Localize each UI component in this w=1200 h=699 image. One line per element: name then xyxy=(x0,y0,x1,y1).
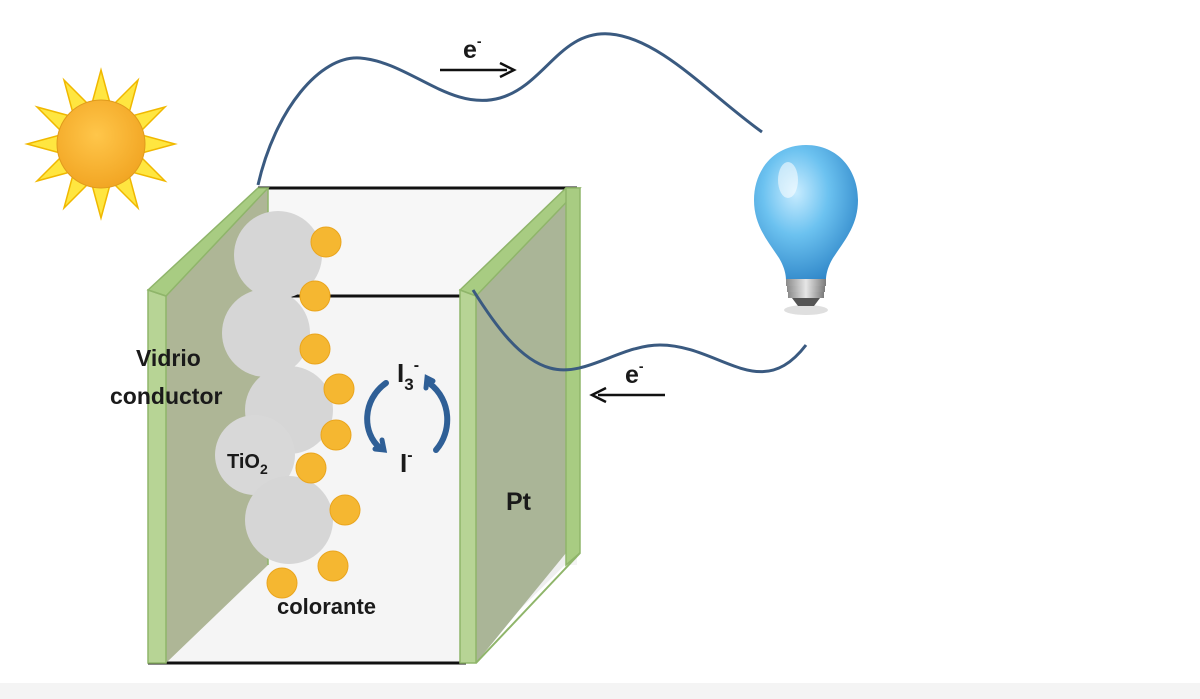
electron-label-top: e- xyxy=(463,33,482,64)
sun-icon xyxy=(24,67,178,221)
bottom-strip xyxy=(0,683,1200,699)
tio2-label: TiO2 xyxy=(227,451,268,477)
iodide-label: I- xyxy=(400,447,413,478)
tio2-particles xyxy=(215,211,333,564)
glass-label-line1: Vidrio xyxy=(136,345,201,371)
electron-flow-arrow-top xyxy=(440,61,517,79)
redox-cycle-arrows-icon xyxy=(364,374,451,453)
platinum-electrode xyxy=(458,187,582,664)
electron-flow-arrow-bottom xyxy=(589,386,665,404)
dye-label: colorante xyxy=(277,594,376,619)
external-circuit-wire xyxy=(256,32,808,374)
light-bulb-icon xyxy=(754,145,858,315)
electron-label-bottom: e- xyxy=(625,358,644,389)
triiodide-label: I3- xyxy=(397,357,419,394)
dye-molecules xyxy=(266,226,361,599)
platinum-label: Pt xyxy=(506,488,532,516)
glass-label-line2: conductor xyxy=(110,383,222,409)
